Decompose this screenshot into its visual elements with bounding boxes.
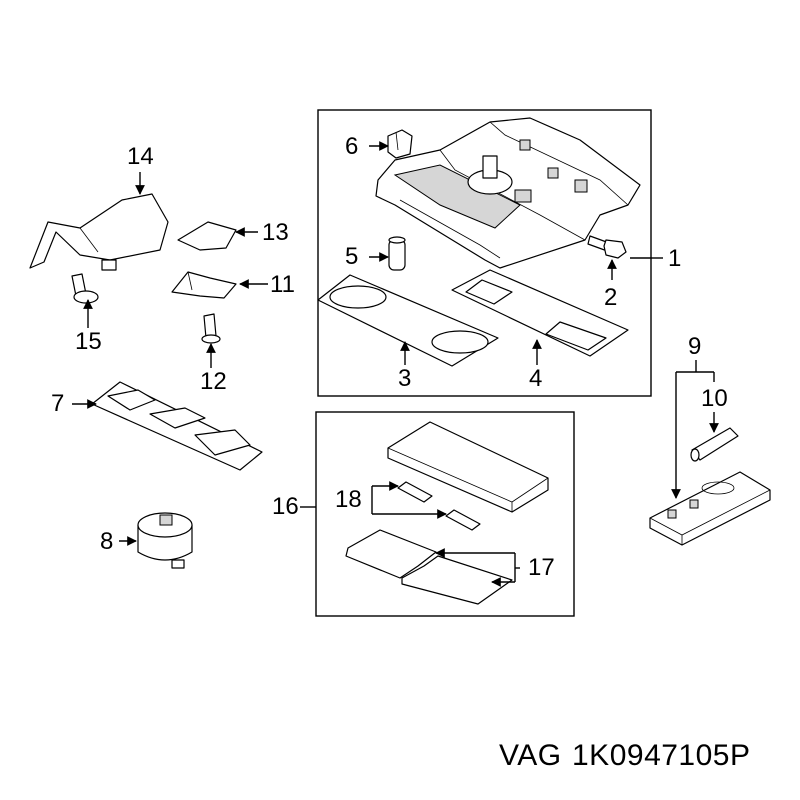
callout-7: 7 <box>51 390 65 417</box>
part-16-lens-cover <box>387 421 549 513</box>
callout-5: 5 <box>345 243 359 270</box>
part-3-gasket <box>317 274 499 367</box>
part-9-lamp-housing <box>649 471 771 546</box>
callout-14: 14 <box>127 143 154 170</box>
callout-6: 6 <box>345 133 359 160</box>
part-2-screw <box>587 235 627 259</box>
callout-11: 11 <box>270 271 295 298</box>
part-17-pads <box>345 529 513 605</box>
leader-lines <box>72 141 719 587</box>
group-frame-1 <box>317 109 652 397</box>
part-18-bulbs <box>397 481 481 531</box>
callout-3: 3 <box>398 365 412 392</box>
brand-label: VAG <box>499 739 562 772</box>
callout-17: 17 <box>528 554 555 581</box>
part-1-console-housing <box>375 117 641 269</box>
callout-16: 16 <box>272 493 299 520</box>
callout-15: 15 <box>75 328 102 355</box>
part-number: 1K0947105P <box>572 739 751 772</box>
part-15-screw <box>71 273 99 304</box>
callout-13: 13 <box>262 219 289 246</box>
group-frame-16 <box>315 411 575 617</box>
callout-12: 12 <box>200 368 227 395</box>
part-8-knob <box>137 512 193 569</box>
callout-10: 10 <box>701 385 728 412</box>
part-10-bulb <box>690 427 739 462</box>
callout-1: 1 <box>668 245 682 272</box>
part-4-gasket <box>451 269 629 357</box>
part-12-screw <box>201 313 221 344</box>
callout-18: 18 <box>335 486 362 513</box>
part-11-bracket <box>171 271 237 299</box>
part-13-plate <box>177 221 237 251</box>
part-5-bulb <box>388 236 406 271</box>
part-14-mounting-bracket <box>29 193 169 271</box>
callout-9: 9 <box>688 333 702 360</box>
part-7-lens-strip <box>91 381 263 471</box>
part-6-clip <box>387 129 413 159</box>
callout-2: 2 <box>604 284 618 311</box>
callout-8: 8 <box>100 528 114 555</box>
callout-4: 4 <box>529 365 543 392</box>
